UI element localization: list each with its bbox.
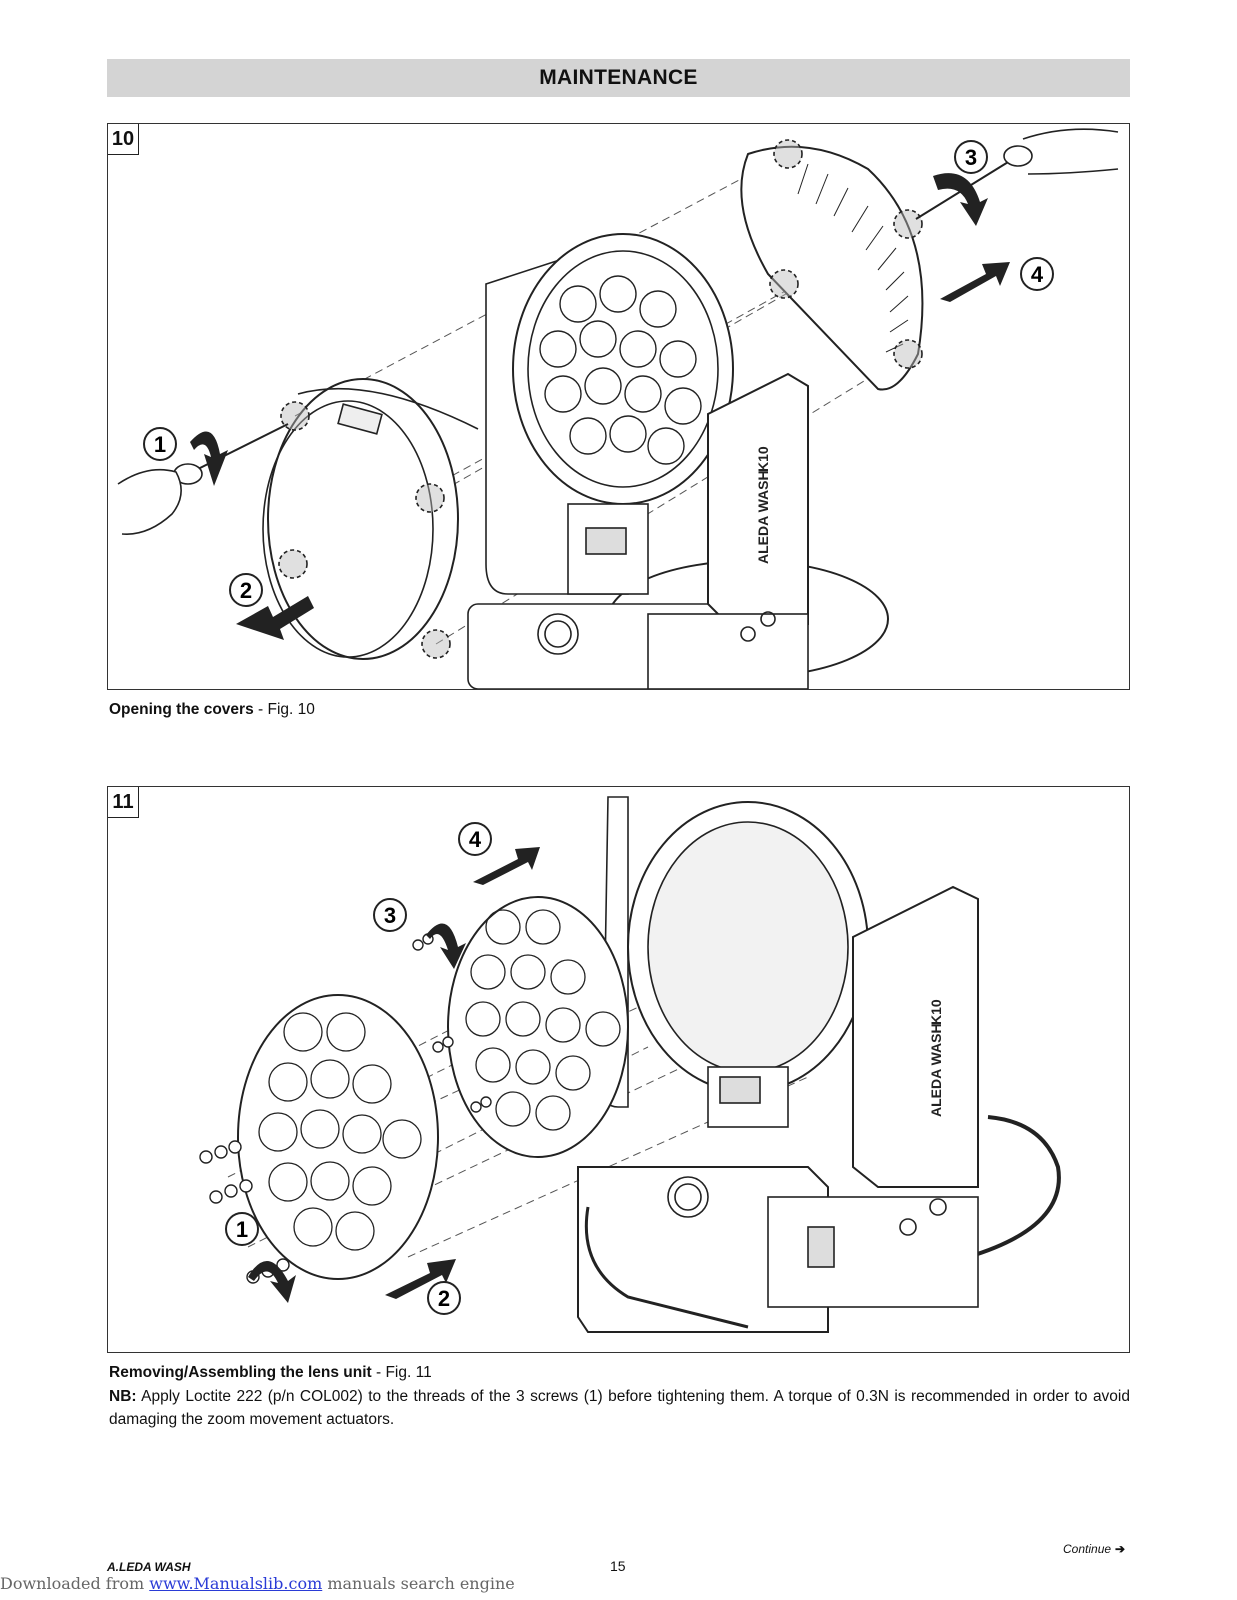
svg-text:ALEDA WASH: ALEDA WASH	[755, 470, 771, 564]
note-paragraph: NB: Apply Loctite 222 (p/n COL002) to th…	[109, 1385, 1130, 1431]
callout-3: 3	[373, 898, 407, 932]
svg-text:1: 1	[154, 432, 166, 457]
page-number: 15	[610, 1558, 626, 1574]
illustration-lens-unit: 1 2 3 4 ALEDA WASH K10	[199, 796, 1061, 1333]
continue-link[interactable]: Continue➔	[1063, 1542, 1126, 1556]
manualslib-link[interactable]: www.Manualslib.com	[149, 1574, 323, 1593]
svg-text:3: 3	[965, 145, 977, 170]
callout-1: 1	[225, 1212, 259, 1246]
figure-10: 10	[107, 123, 1130, 690]
svg-text:4: 4	[1031, 262, 1044, 287]
callout-1: 1	[143, 427, 177, 461]
svg-text:1: 1	[236, 1217, 248, 1242]
page-title: MAINTENANCE	[107, 59, 1130, 97]
callout-4: 4	[1020, 257, 1054, 291]
arrow-right-icon: ➔	[1115, 1542, 1126, 1556]
svg-text:3: 3	[384, 903, 396, 928]
svg-text:K10: K10	[755, 446, 771, 472]
figure-number: 10	[108, 124, 139, 155]
svg-text:2: 2	[438, 1286, 450, 1311]
illustration-opening-covers: 1 2 3 4 ALEDA WASH K10	[117, 128, 1119, 689]
callout-2: 2	[427, 1281, 461, 1315]
callout-4: 4	[458, 822, 492, 856]
svg-text:4: 4	[469, 827, 482, 852]
figure-10-caption: Opening the covers - Fig. 10	[109, 701, 315, 718]
note-text: Apply Loctite 222 (p/n COL002) to the th…	[109, 1388, 1130, 1428]
figure-number: 11	[108, 787, 139, 818]
svg-text:K10: K10	[928, 999, 944, 1025]
svg-text:ALEDA WASH: ALEDA WASH	[928, 1023, 944, 1117]
download-banner: Downloaded from www.Manualslib.com manua…	[0, 1574, 515, 1593]
arm-label: ALEDA WASH K10	[755, 446, 771, 564]
note-label: NB:	[109, 1388, 137, 1405]
callout-2: 2	[229, 573, 263, 607]
figure-11-caption: Removing/Assembling the lens unit - Fig.…	[109, 1364, 432, 1381]
footer-brand: A.LEDA WASH	[107, 1560, 191, 1574]
figure-11: 11	[107, 786, 1130, 1353]
callout-3: 3	[954, 140, 988, 174]
svg-text:2: 2	[240, 578, 252, 603]
arm-label: ALEDA WASH K10	[928, 999, 944, 1117]
